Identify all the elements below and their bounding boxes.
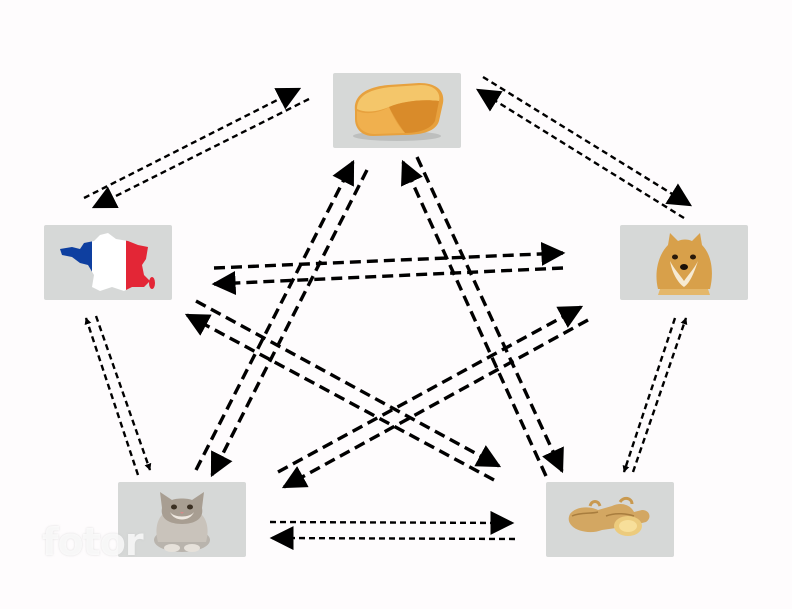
doge-dog-icon (656, 233, 712, 295)
arrow-cat-to-ginger (269, 510, 515, 535)
node-ginger (546, 482, 674, 557)
arrow-bread-to-doge (482, 75, 693, 207)
node-doge (620, 225, 748, 300)
arrow-bread-to-cat (210, 169, 369, 478)
cat-icon (154, 492, 210, 552)
fotor-watermark: fotor (42, 520, 144, 564)
arrow-france-to-cat (94, 315, 152, 471)
arrow-ginger-to-cat (269, 526, 516, 551)
arrow-cat-to-france (84, 317, 140, 476)
arrow-doge-to-bread (475, 88, 685, 220)
arrow-france-to-ginger (195, 299, 502, 468)
arrow-ginger-to-bread (401, 159, 548, 477)
node-bread (333, 73, 461, 148)
ginger-root-icon (568, 496, 650, 536)
node-france (44, 225, 172, 300)
bread-icon (353, 83, 444, 141)
arrow-doge-to-france (211, 266, 564, 295)
arrow-ginger-to-france (184, 313, 495, 482)
node-cat (118, 482, 246, 557)
arrow-bread-to-ginger (415, 156, 564, 474)
arrow-cat-to-bread (194, 159, 355, 471)
arrow-cat-to-doge (277, 305, 584, 474)
arrow-doge-to-cat (281, 318, 589, 489)
arrow-bread-to-france (91, 97, 310, 209)
arrow-ginger-to-doge (631, 317, 688, 473)
arrow-france-to-bread (83, 87, 302, 200)
france-flag-map-icon (60, 233, 155, 291)
arrow-doge-to-ginger (622, 317, 677, 473)
arrow-france-to-doge (213, 241, 566, 270)
